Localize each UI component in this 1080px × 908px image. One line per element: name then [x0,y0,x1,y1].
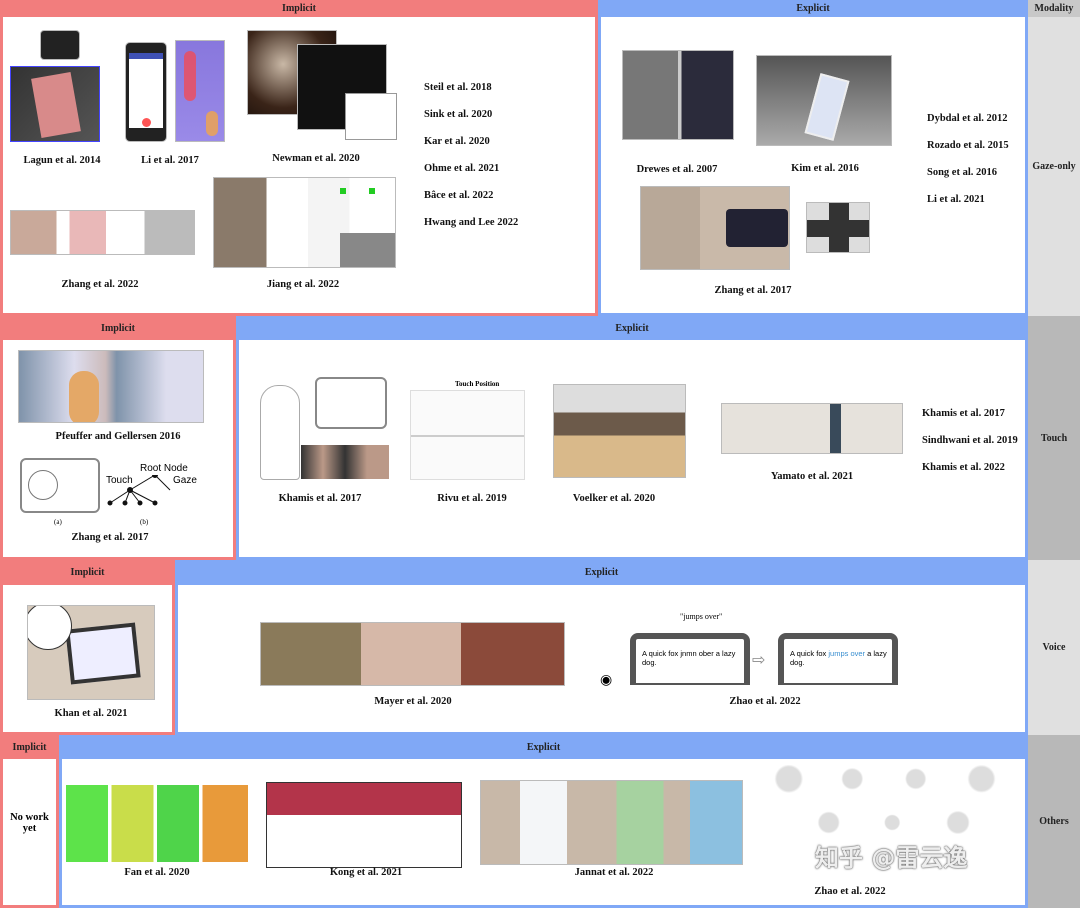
khamis-figure [255,375,390,480]
touch-explicit-header: Explicit [236,316,1028,340]
eye-tracker-device-figure [40,30,80,60]
figure-caption: Zhang et al. 2017 [71,532,149,543]
figure-caption: Kong et al. 2021 [329,867,403,878]
fan-figure [66,785,248,862]
modality-header: Modality [1028,0,1080,17]
reference-item: Sindhwani et al. 2019 [922,435,1018,446]
modality-voice: Voice [1028,560,1080,735]
reference-item: Khamis et al. 2017 [922,408,1005,419]
yamato-figure [721,403,903,454]
li-heatmap-figure [175,40,225,142]
figure-caption: Drewes et al. 2007 [636,164,718,175]
figure-caption: Zhang et al. 2017 [714,285,792,296]
figure-caption: Lagun et al. 2014 [23,155,101,166]
rivu-figure [410,390,525,480]
khan-figure [27,605,155,700]
figure-caption: Khamis et al. 2017 [278,493,362,504]
modality-touch: Touch [1028,316,1080,560]
reference-item: Sink et al. 2020 [424,109,493,120]
figure-caption: Yamato et al. 2021 [770,471,854,482]
figure-caption: Zhang et al. 2022 [61,279,139,290]
figure-caption: Jannat et al. 2022 [574,867,654,878]
voice-explicit-header: Explicit [175,560,1028,585]
gaze-explicit-header: Explicit [598,0,1028,17]
figure-caption: Fan et al. 2020 [124,867,190,878]
subfig-b-label: (b) [140,518,149,526]
modality-others: Others [1028,735,1080,908]
subfig-a-label: (a) [54,518,62,526]
tree-root-label: Root Node [140,463,188,474]
others-explicit-header: Explicit [59,735,1028,759]
figure-caption: Newman et al. 2020 [272,153,360,164]
zhao-phone-after: A quick fox jumps over a lazy dog. [778,633,898,685]
reference-item: Ohme et al. 2021 [424,163,500,174]
figure-caption: Jiang et al. 2022 [266,279,340,290]
kim-figure [756,55,892,146]
reference-item: Rozado et al. 2015 [927,140,1009,151]
zhao-after-text: A quick fox jumps over a lazy dog. [790,649,887,667]
tree-touch-label: Touch [106,475,133,486]
lagun-figure [10,66,100,142]
figure-caption: Zhao et al. 2022 [729,696,801,707]
voice-implicit-header: Implicit [0,560,175,585]
figure-caption: Rivu et al. 2019 [437,493,507,504]
arrow-icon: ⇨ [752,652,766,669]
zhao-phone-before: A quick fox jnmn ober a lazy dog. [630,633,750,685]
rivu-touch-position-label: Touch Position [455,380,500,388]
zhao-before-text: A quick fox jnmn ober a lazy dog. [642,649,736,667]
tree-diagram [107,475,171,506]
gaze-implicit-header: Implicit [0,0,598,17]
watermark: 知乎 @雷云逸 [815,844,968,872]
tree-gaze-label: Gaze [173,475,197,486]
voelker-figure [553,384,686,478]
jiang-figure [213,177,396,268]
eye-icon: ◉ [600,673,613,688]
figure-caption: Voelker et al. 2020 [572,493,656,504]
reference-item: Song et al. 2016 [927,167,998,178]
no-work-yet-text: No work yet [10,812,49,834]
modality-gaze-only: Gaze-only [1028,17,1080,316]
drewes-figure [622,50,734,140]
reference-item: Kar et al. 2020 [424,136,490,147]
zhang2017-face-figure [640,186,790,270]
zhang2017-keypad-figure [806,202,870,253]
newman-prompt-figure [345,93,397,140]
figure-caption: Mayer et al. 2020 [374,696,452,707]
figure-caption: Kim et al. 2016 [791,163,859,174]
touch-implicit-header: Implicit [0,316,236,340]
others-implicit-header: Implicit [0,735,59,759]
pfeuffer-figure [18,350,204,423]
jannat-figure [480,780,743,865]
kong-figure [266,782,462,868]
reference-item: Khamis et al. 2022 [922,462,1005,473]
zhao-faces-figure [770,765,1005,880]
li-phone-figure [125,42,167,142]
zhao-speech-label: "jumps over" [680,612,723,621]
figure-caption: Pfeuffer and Gellersen 2016 [55,431,181,442]
reference-item: Bâce et al. 2022 [424,190,494,201]
figure-caption: Li et al. 2017 [141,155,199,166]
figure-caption: Zhao et al. 2022 [814,886,886,897]
reference-item: Steil et al. 2018 [424,82,492,93]
figure-caption: Khan et al. 2021 [54,708,128,719]
reference-item: Li et al. 2021 [927,194,985,205]
reference-item: Hwang and Lee 2022 [424,217,519,228]
zhang2017-tablet-figure [20,458,100,513]
mayer-figure [260,622,565,686]
reference-item: Dybdal et al. 2012 [927,113,1008,124]
zhang2022-figure [10,210,195,255]
